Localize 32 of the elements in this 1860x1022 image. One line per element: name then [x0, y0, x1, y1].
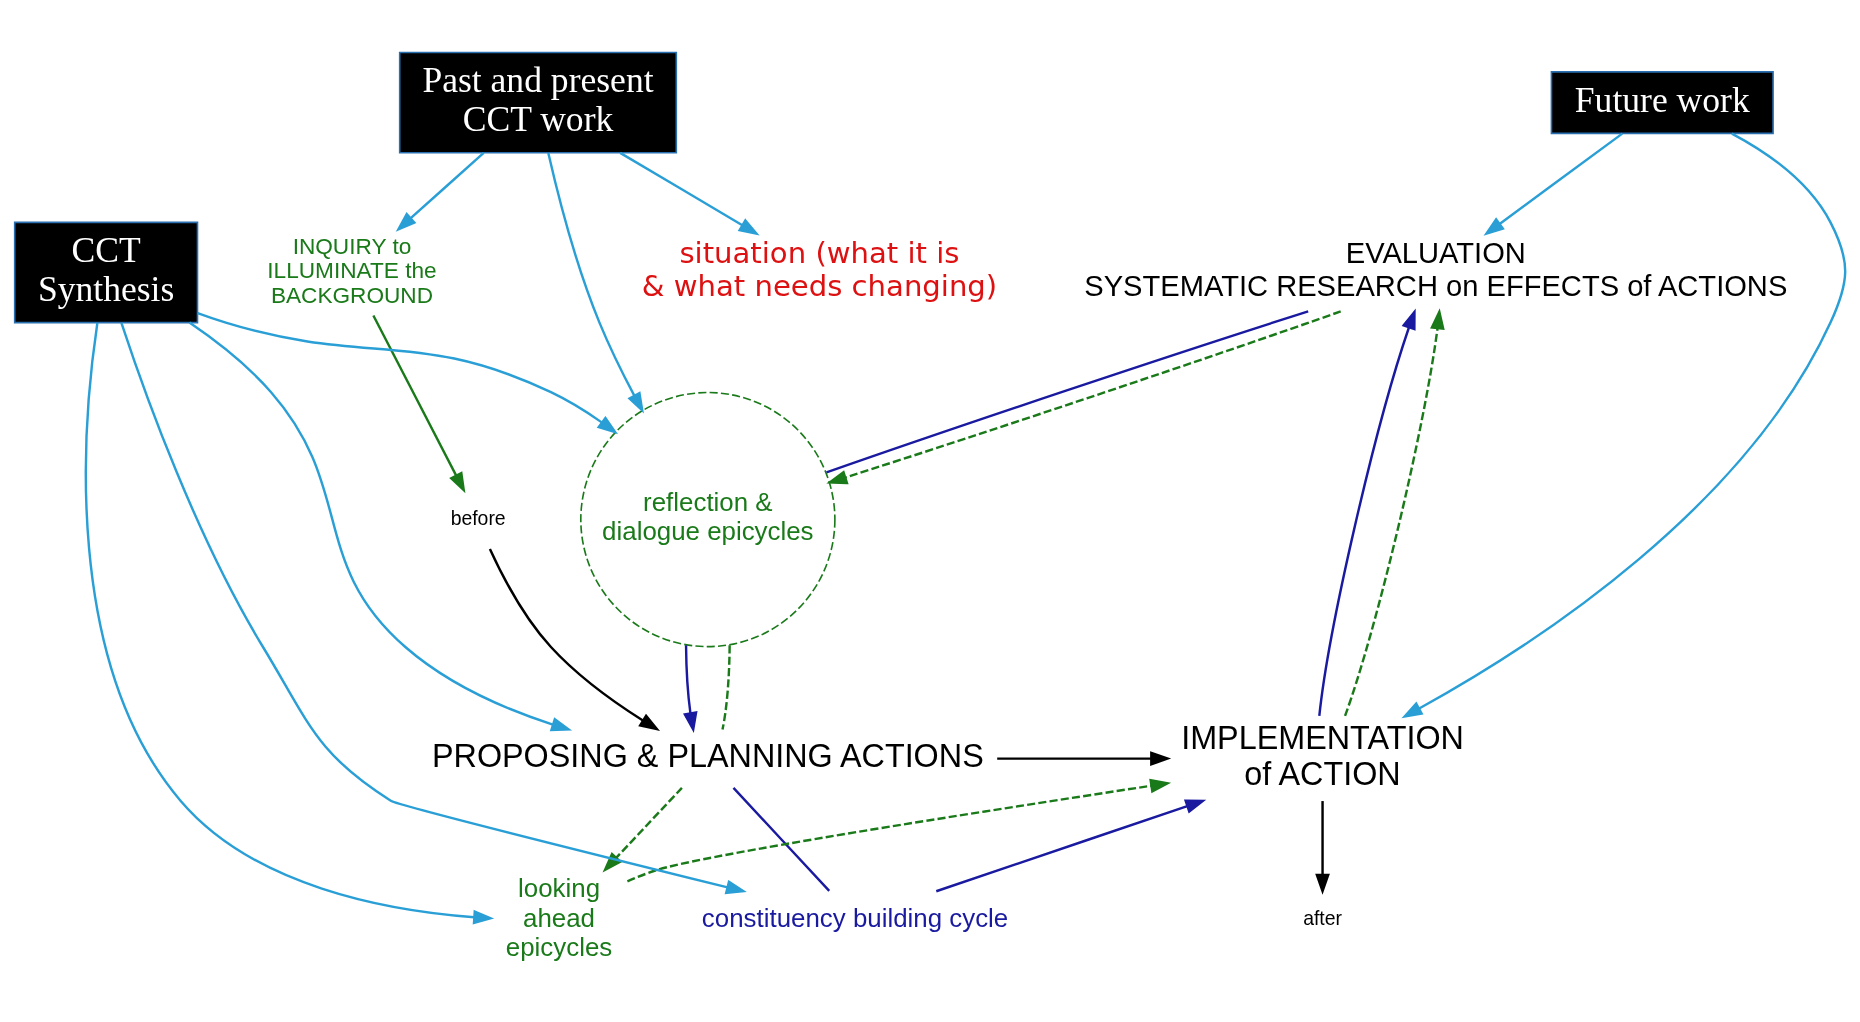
arrow	[188, 321, 573, 731]
node-text: EVALUATION SYSTEMATIC RESEARCH on EFFECTS of ACTIONS	[1084, 236, 1788, 302]
arrow	[1401, 132, 1847, 718]
arrow	[547, 152, 644, 413]
arrow	[120, 321, 747, 894]
connector	[721, 644, 731, 730]
node-box: Future work	[1550, 70, 1774, 134]
arrow	[372, 314, 466, 493]
connector	[732, 786, 831, 892]
node-text: IMPLEMENTATION of ACTION	[1181, 719, 1464, 791]
arrow	[997, 750, 1172, 766]
arrow	[197, 311, 619, 434]
node-box: CCT Synthesis	[13, 221, 199, 323]
arrow	[84, 322, 495, 924]
node-text: after	[1303, 906, 1342, 929]
arrow	[619, 151, 760, 235]
node-text: PROPOSING & PLANNING ACTIONS	[431, 737, 984, 774]
arrow	[935, 798, 1207, 892]
arrow	[1318, 308, 1416, 716]
arrow	[1315, 800, 1330, 895]
arrow	[1343, 307, 1445, 716]
node-text: looking ahead epicycles	[505, 873, 613, 961]
arrow	[626, 778, 1172, 883]
node-text: INQUIRY to ILLUMINATE the BACKGROUND	[267, 233, 437, 308]
node-text: constituency building cycle	[701, 903, 1009, 932]
arrow	[683, 644, 698, 733]
arrow	[395, 151, 485, 232]
node-text: before	[450, 506, 506, 529]
node-text: situation (what it is & what needs changing)	[641, 235, 998, 303]
arrow	[488, 547, 661, 731]
node-box: Past and present CCT work	[398, 51, 678, 154]
arrow	[1483, 132, 1623, 236]
